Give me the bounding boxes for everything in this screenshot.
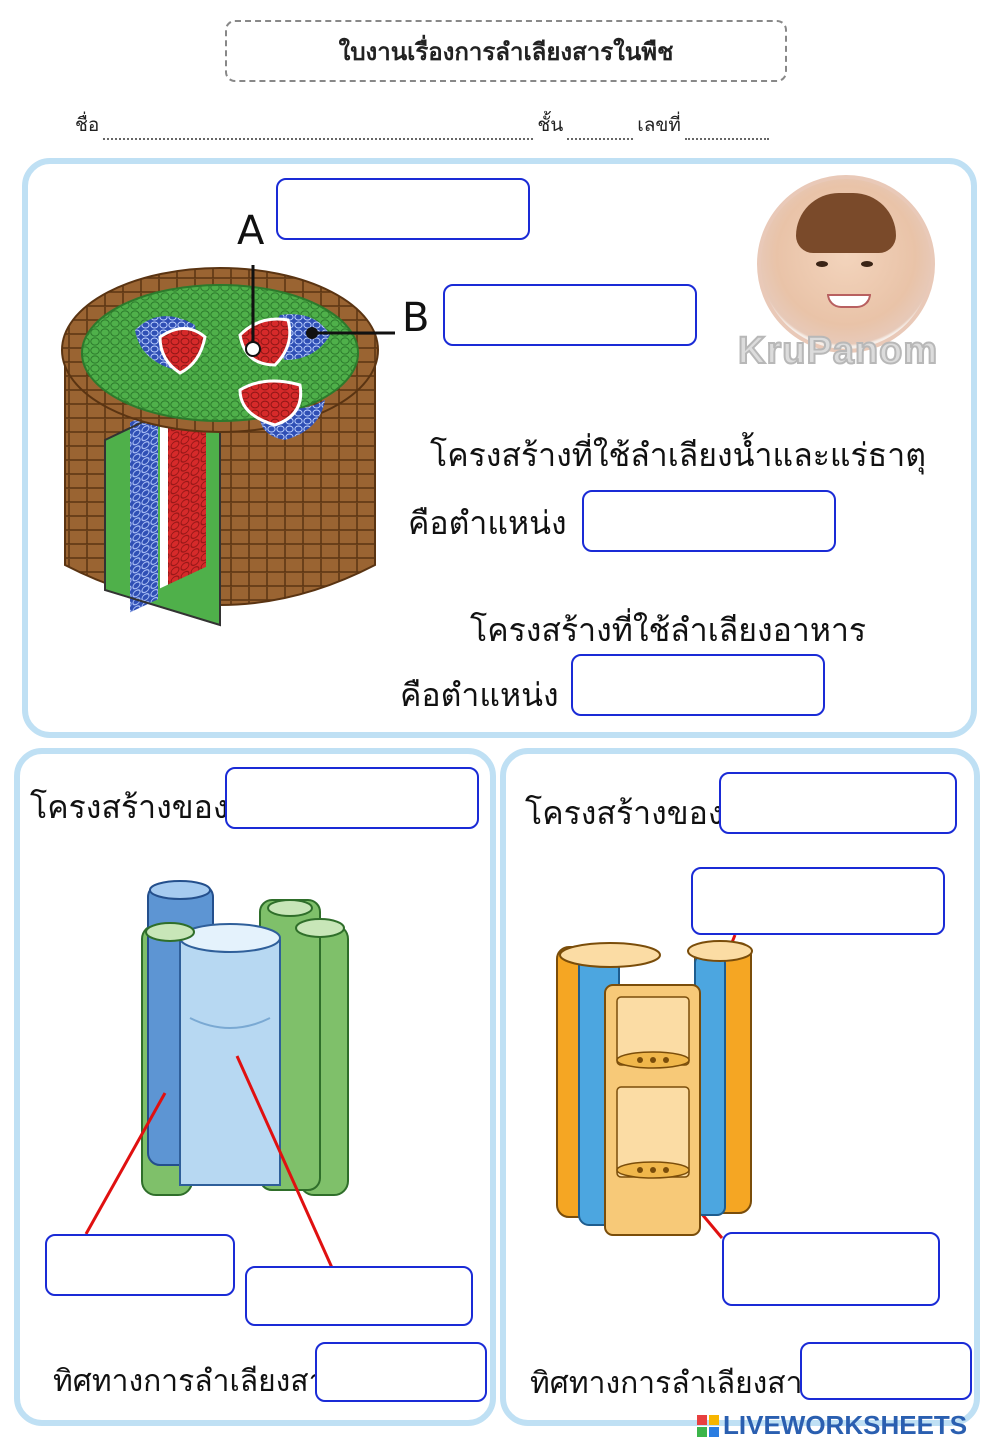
krupanom-logo-text: KruPanom (737, 329, 939, 373)
phloem-direction-answer-box[interactable] (800, 1342, 972, 1400)
water-question-line1: โครงสร้างที่ใช้ลำเลียงน้ำและแร่ธาตุ (430, 436, 927, 474)
xylem-structure-label: โครงสร้างของ (30, 788, 229, 826)
answer-box-a[interactable] (276, 178, 530, 240)
stem-cross-section-panel (22, 158, 977, 738)
water-question-line2: คือตำแหน่ง (408, 504, 567, 542)
teacher-avatar (757, 175, 935, 353)
stem-cross-section-diagram (61, 265, 395, 627)
name-dotted-line[interactable] (103, 120, 534, 140)
liveworksheets-icon (697, 1414, 719, 1437)
food-answer-box[interactable] (571, 654, 825, 716)
worksheet-title: ใบงานเรื่องการลำเลียงสารในพืช (225, 20, 787, 82)
water-answer-box[interactable] (582, 490, 836, 552)
xylem-panel (14, 748, 496, 1426)
label-b: B (402, 295, 430, 341)
liveworksheets-brand-text: LIVEWORKSHEETS (723, 1410, 968, 1440)
vascular-bundle-top-left (135, 316, 207, 375)
vascular-bundle-bottom-right (238, 379, 325, 440)
phloem-structure-label: โครงสร้างของ (525, 794, 724, 832)
number-label: เลขที่ (637, 114, 681, 136)
phloem-structure-answer-box[interactable] (719, 772, 957, 834)
phloem-part-answer-box-bottom[interactable] (722, 1232, 940, 1306)
xylem-part-answer-box-right[interactable] (245, 1266, 473, 1326)
xylem-direction-label: ทิศทางการลำเลียงสาร (53, 1364, 342, 1399)
phloem-part-answer-box-top[interactable] (691, 867, 945, 935)
liveworksheets-logo: LIVEWORKSHEETS (697, 1410, 967, 1441)
xylem-structure-answer-box[interactable] (225, 767, 479, 829)
phloem-sieve-tube-diagram (556, 940, 753, 1236)
xylem-direction-answer-box[interactable] (315, 1342, 487, 1402)
phloem-panel (500, 748, 980, 1426)
number-dotted-line[interactable] (684, 120, 769, 140)
food-question-line1: โครงสร้างที่ใช้ลำเลียงอาหาร (470, 611, 867, 649)
avatar-hair (796, 193, 896, 253)
name-field-row: ชื่อ ชั้น เลขที่ (75, 110, 773, 140)
answer-box-b[interactable] (443, 284, 697, 346)
food-question-line2: คือตำแหน่ง (400, 676, 559, 714)
phloem-direction-label: ทิศทางการลำเลียงสาร (530, 1366, 819, 1401)
label-a: A (237, 208, 265, 254)
name-label: ชื่อ (75, 114, 100, 136)
class-dotted-line[interactable] (567, 120, 634, 140)
xylem-part-answer-box-left[interactable] (45, 1234, 235, 1296)
class-label: ชั้น (537, 114, 564, 136)
